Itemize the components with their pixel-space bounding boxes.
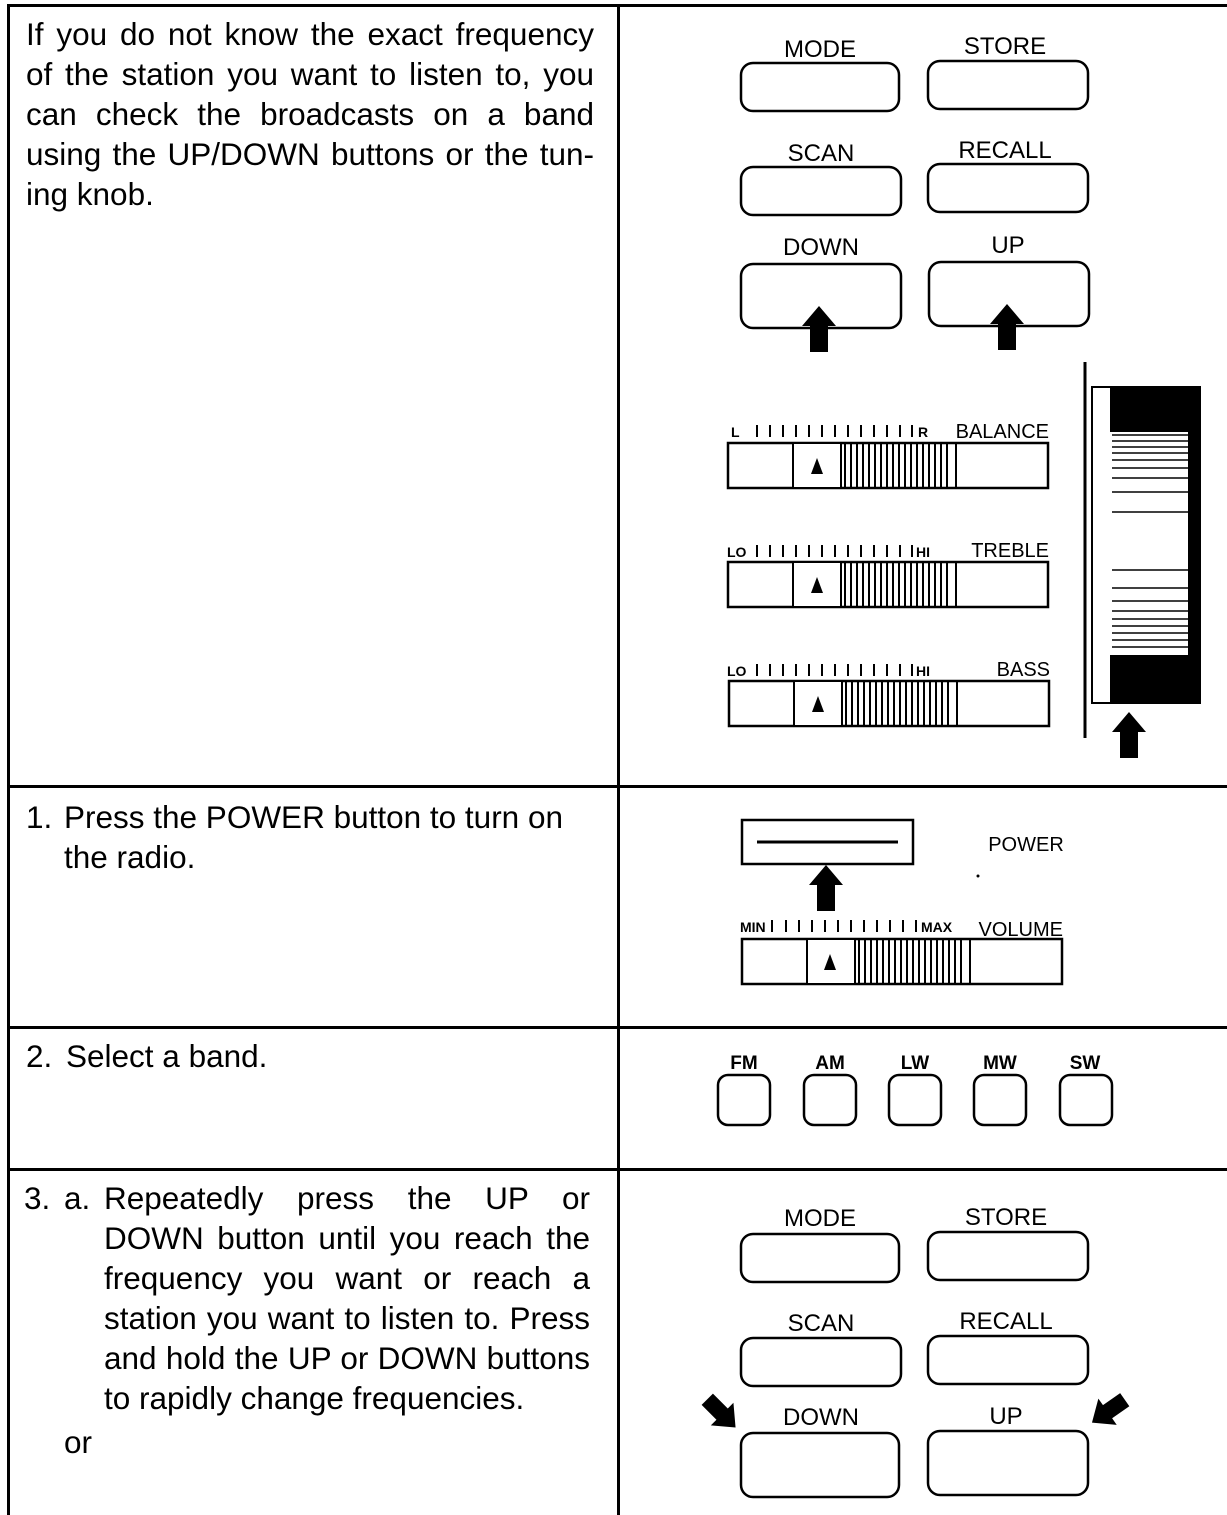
bass-name: BASS: [997, 659, 1050, 681]
band-mw-label: MW: [983, 1053, 1017, 1074]
step-3-text: Repeatedly press the UP or DOWN button u…: [104, 1180, 590, 1416]
down-label: DOWN: [783, 234, 859, 261]
scan-button[interactable]: [739, 165, 903, 217]
knob-arrow-icon: [1112, 712, 1146, 758]
scan-label-2: SCAN: [788, 1310, 855, 1337]
control-panel-top: MODE STORE SCAN RECALL DOWN UP L: [726, 33, 1201, 758]
treble-slider[interactable]: LO HI TREBLE: [726, 540, 1050, 609]
row-divider-1: [7, 785, 1227, 788]
up-label-2: UP: [989, 1403, 1022, 1430]
mw-button[interactable]: [972, 1073, 1028, 1127]
scan-label: SCAN: [788, 140, 855, 167]
mode-button[interactable]: [739, 61, 901, 113]
mode-label: MODE: [784, 36, 856, 63]
band-lw-label: LW: [901, 1053, 930, 1074]
volume-max-label: MAX: [921, 919, 953, 935]
band-buttons: FM AM LW MW SW: [716, 1053, 1114, 1127]
volume-slider[interactable]: MIN MAX VOLUME: [740, 919, 1064, 986]
step-2-number: 2.: [26, 1038, 53, 1074]
recall-button-2[interactable]: [926, 1334, 1090, 1386]
intro-text: If you do not know the exact frequency o…: [26, 16, 594, 212]
balance-slider[interactable]: L R BALANCE: [726, 421, 1050, 490]
store-label-2: STORE: [965, 1204, 1047, 1231]
am-button[interactable]: [802, 1073, 858, 1127]
bass-left-label: LO: [727, 663, 747, 679]
power-label: POWER: [988, 834, 1064, 856]
treble-left-label: LO: [727, 544, 747, 560]
up-pointer-arrow-icon: [1091, 1393, 1130, 1425]
recall-label: RECALL: [958, 137, 1051, 164]
down-button-2[interactable]: [739, 1431, 901, 1499]
treble-name: TREBLE: [971, 540, 1049, 562]
band-sw-label: SW: [1070, 1053, 1101, 1074]
control-panel-bottom: MODE STORE SCAN RECALL DOWN UP: [701, 1204, 1130, 1499]
bass-slider[interactable]: LO HI BASS: [727, 659, 1051, 728]
band-fm-label: FM: [730, 1053, 757, 1074]
step-2-text: Select a band.: [66, 1038, 268, 1074]
recall-label-2: RECALL: [959, 1308, 1052, 1335]
volume-min-label: MIN: [740, 919, 766, 935]
fm-button[interactable]: [716, 1073, 772, 1127]
store-button-2[interactable]: [926, 1230, 1090, 1282]
column-divider: [617, 4, 620, 1515]
band-am-label: AM: [815, 1053, 845, 1074]
step-3-sub-letter: a.: [64, 1180, 91, 1216]
row-divider-2: [7, 1026, 1227, 1029]
up-button-2[interactable]: [926, 1429, 1090, 1497]
lw-button[interactable]: [887, 1073, 943, 1127]
control-panel-power: POWER MIN MAX VOLUME: [740, 818, 1064, 986]
mode-label-2: MODE: [784, 1205, 856, 1232]
up-label: UP: [991, 232, 1024, 259]
treble-right-label: HI: [916, 544, 930, 560]
step-3-number: 3.: [24, 1180, 51, 1216]
down-label-2: DOWN: [783, 1404, 859, 1431]
tuning-knob[interactable]: [1083, 362, 1201, 758]
store-label: STORE: [964, 33, 1046, 60]
step-3-or: or: [64, 1424, 93, 1460]
balance-name: BALANCE: [956, 421, 1049, 443]
row-divider-3: [7, 1168, 1227, 1171]
recall-button[interactable]: [926, 162, 1090, 214]
step-1-number: 1.: [26, 799, 53, 835]
down-pointer-arrow-icon: [701, 1393, 736, 1428]
mode-button-2[interactable]: [739, 1232, 901, 1284]
balance-right-label: R: [918, 424, 928, 440]
volume-name: VOLUME: [979, 919, 1063, 941]
power-arrow-icon: [809, 865, 843, 911]
scan-button-2[interactable]: [739, 1336, 903, 1388]
sw-button[interactable]: [1058, 1073, 1114, 1127]
step-1-text: Press the POWER button to turn on the ra…: [64, 799, 563, 875]
bass-right-label: HI: [916, 663, 930, 679]
store-button[interactable]: [926, 59, 1090, 111]
balance-left-label: L: [731, 424, 740, 440]
